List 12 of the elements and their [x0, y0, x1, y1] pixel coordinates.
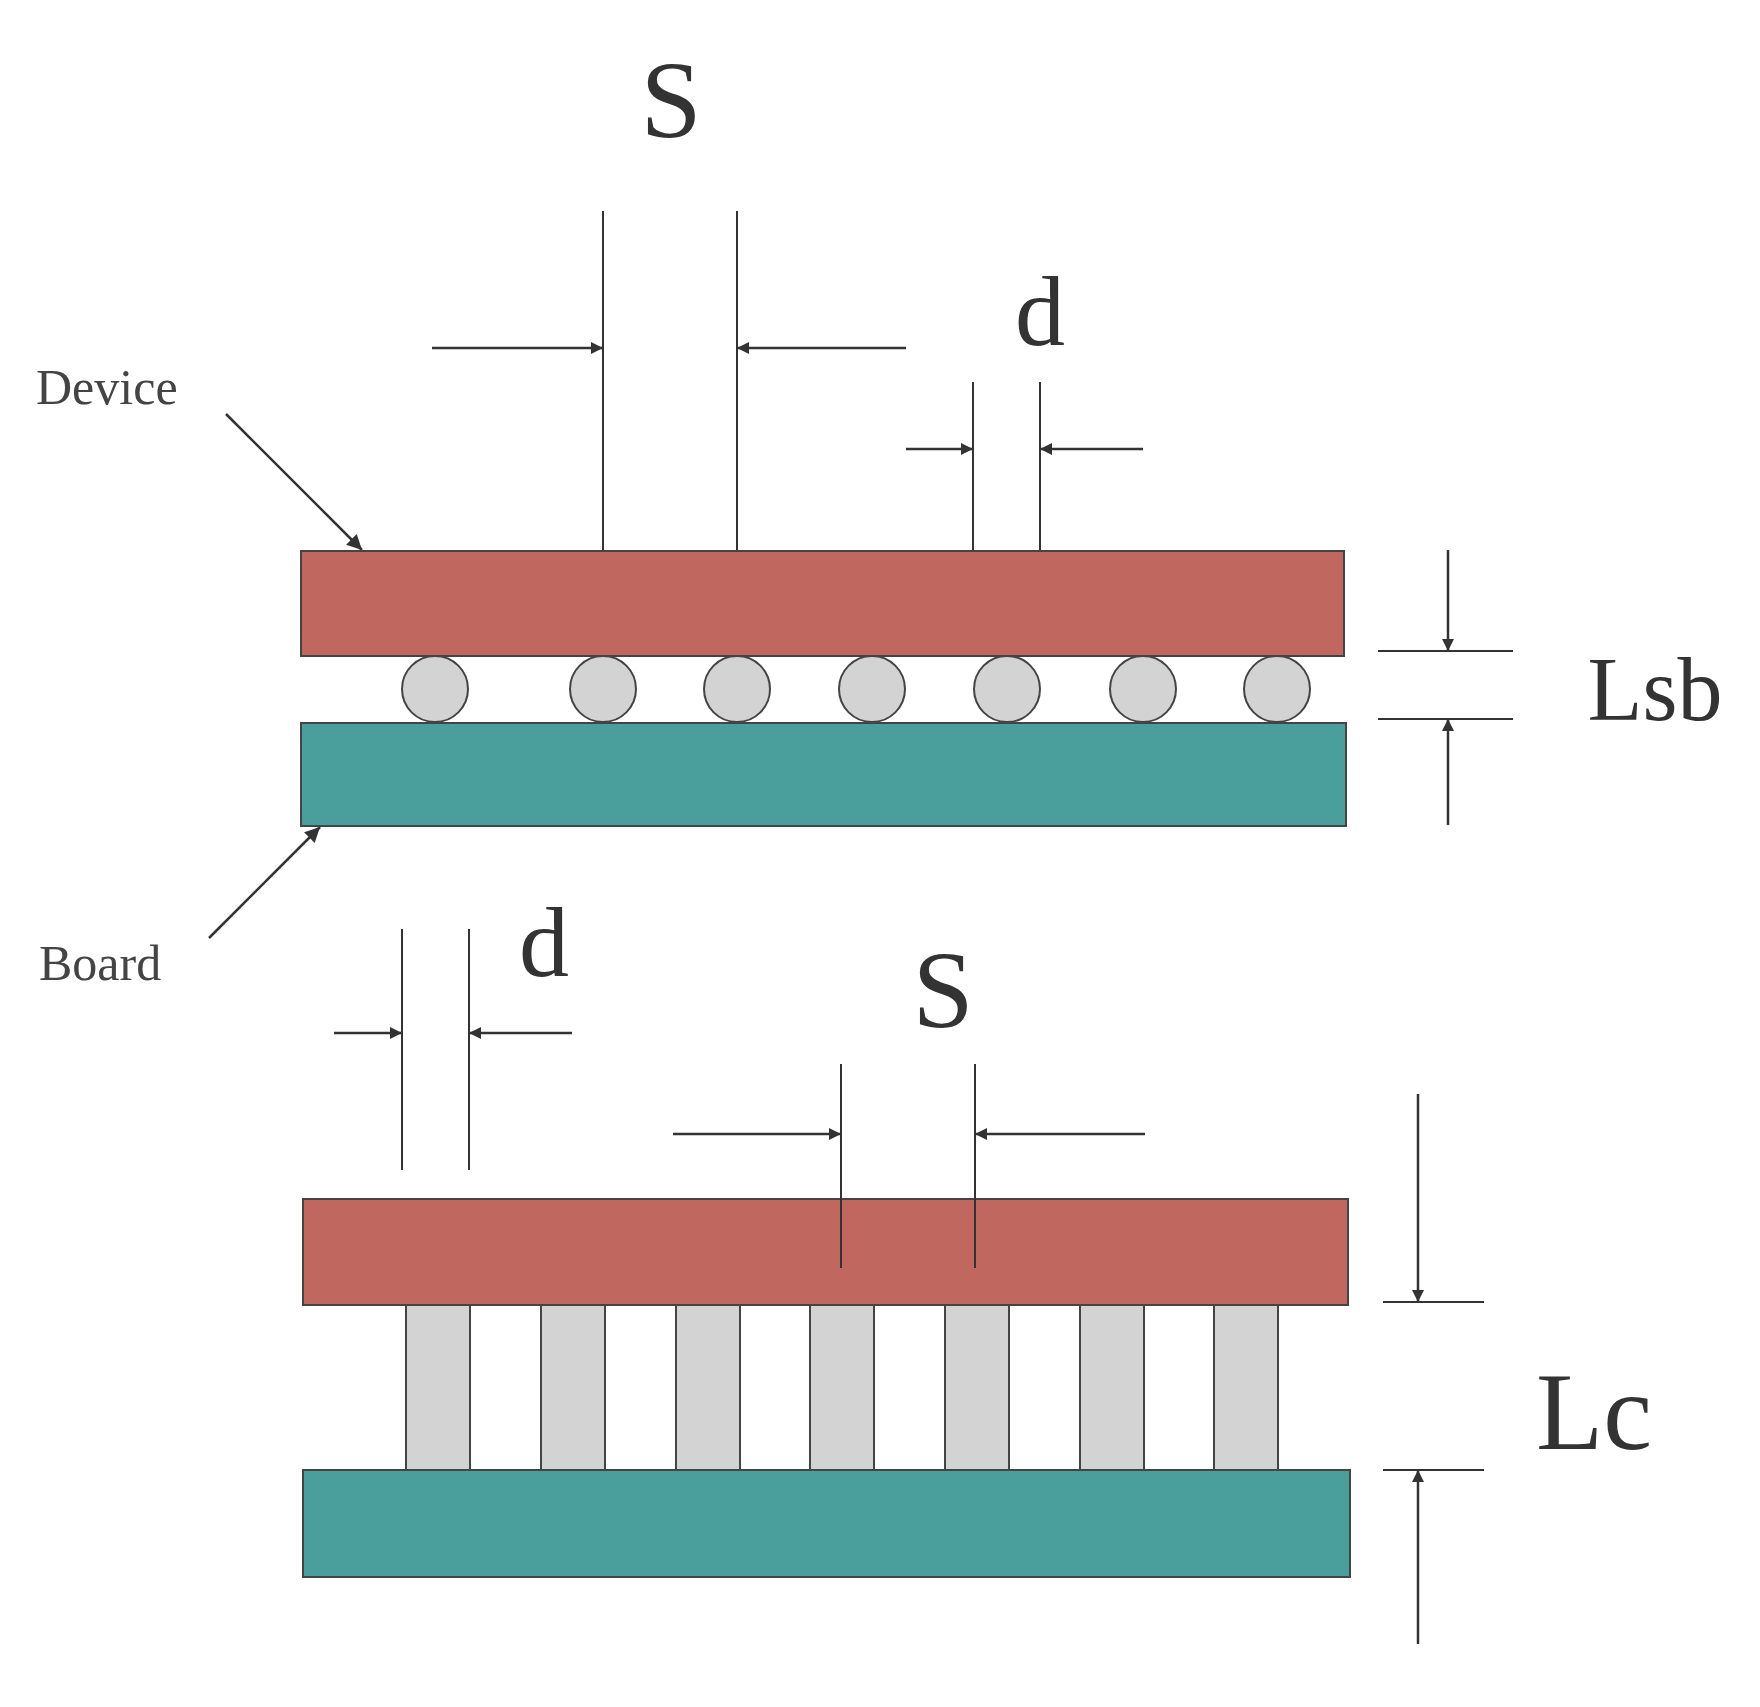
- dimension-label: d: [1015, 262, 1065, 362]
- dimension-label: Lsb: [1587, 645, 1723, 735]
- leader-line: [208, 826, 321, 939]
- dimension-label: S: [640, 45, 702, 155]
- part-label: Device: [36, 362, 226, 414]
- dimension-label: S: [912, 935, 974, 1045]
- device-layer: [300, 550, 1345, 657]
- part-label: Board: [39, 938, 209, 990]
- dimension-label: Lc: [1536, 1357, 1652, 1467]
- board-layer: [300, 722, 1347, 827]
- leader-line: [225, 413, 363, 551]
- dimension-label: d: [519, 893, 569, 993]
